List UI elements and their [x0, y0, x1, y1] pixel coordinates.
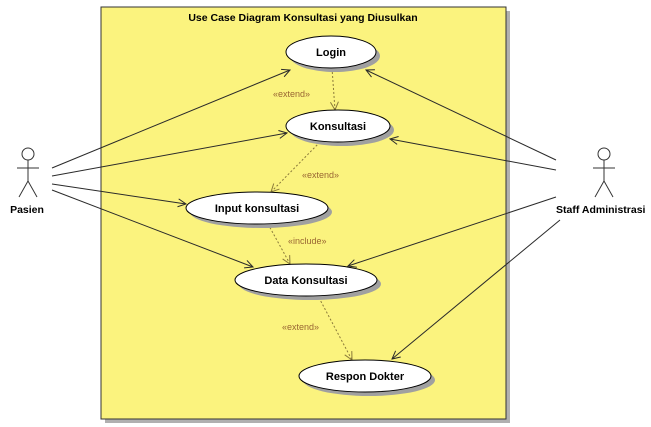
stereotype-input-data: «include» [288, 236, 327, 246]
actor-pasien[interactable]: Pasien [10, 147, 44, 216]
dep-data-respon [316, 293, 352, 360]
stereotype-data-respon: «extend» [282, 322, 319, 332]
usecase-login-label: Login [316, 47, 346, 59]
usecase-respon-dokter-label: Respon Dokter [326, 371, 405, 383]
assoc-pasien-input [51, 183, 186, 204]
assoc-staff-respon [392, 219, 561, 359]
usecase-respon-dokter[interactable]: Respon Dokter [298, 359, 435, 396]
actor-staff-administrasi-label: Staff Administrasi [556, 204, 646, 216]
assoc-staff-konsultasi [390, 139, 557, 171]
assoc-pasien-data [51, 189, 253, 267]
assoc-pasien-konsultasi [51, 133, 287, 177]
stereotype-login-konsultasi: «extend» [273, 89, 310, 99]
assoc-staff-data [348, 196, 557, 266]
stick-figure-icon [17, 147, 39, 198]
actor-staff-administrasi[interactable]: Staff Administrasi [556, 147, 646, 216]
usecase-input-konsultasi-label: Input konsultasi [215, 203, 299, 215]
assoc-staff-login [366, 70, 557, 161]
diagram-title: Use Case Diagram Konsultasi yang Diusulk… [188, 12, 417, 24]
stick-figure-icon [593, 147, 615, 198]
actor-pasien-label: Pasien [10, 204, 44, 216]
dep-login-konsultasi [332, 67, 335, 110]
usecase-login[interactable]: Login [285, 35, 380, 72]
usecase-data-konsultasi-label: Data Konsultasi [264, 275, 347, 287]
usecase-input-konsultasi[interactable]: Input konsultasi [185, 191, 332, 228]
stereotype-konsultasi-input: «extend» [302, 170, 339, 180]
usecase-data-konsultasi[interactable]: Data Konsultasi [234, 263, 381, 300]
assoc-pasien-login [51, 70, 290, 169]
usecase-konsultasi-label: Konsultasi [310, 121, 366, 133]
usecase-konsultasi[interactable]: Konsultasi [285, 109, 394, 146]
